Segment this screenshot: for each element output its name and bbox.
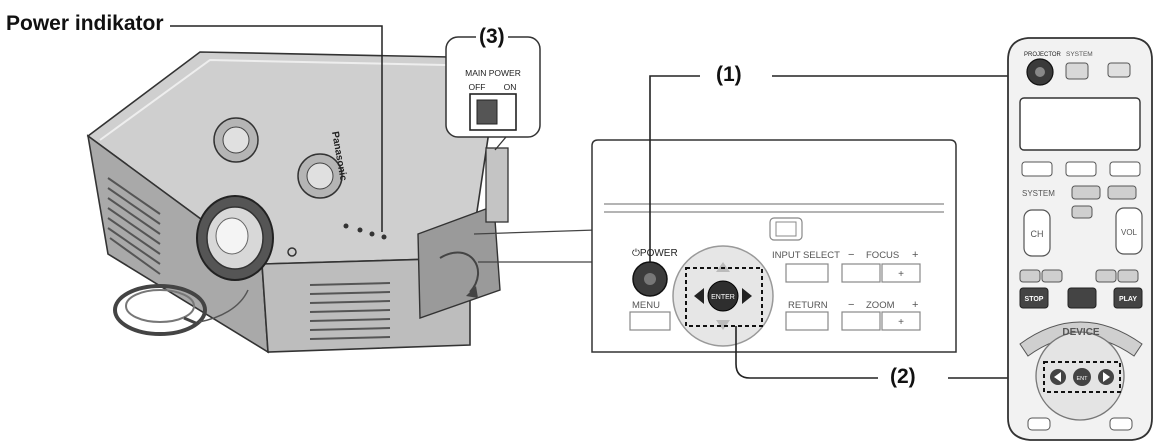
panel-right-arrow[interactable] [742, 288, 752, 304]
main-power-switch-lever [476, 99, 498, 125]
remote-enter-label: ENT [1077, 376, 1089, 382]
remote-vol-rocker[interactable] [1115, 207, 1143, 255]
remote-skip-key-1[interactable] [1019, 269, 1041, 283]
power-indicator-label: Power indikator [6, 12, 164, 35]
remote-stop-label: STOP [1025, 296, 1044, 303]
zoom-minus-button[interactable] [841, 311, 881, 331]
zoom-plus-key-label: + [898, 317, 904, 328]
step2-leader [735, 326, 878, 379]
remote-system-key-2[interactable] [1107, 185, 1137, 200]
zoom-plus-label: + [912, 299, 918, 311]
remote-soft-key-2[interactable] [1065, 161, 1097, 177]
remote-system-power-button[interactable] [1065, 62, 1089, 80]
main-power-label: MAIN POWER [465, 68, 521, 78]
focus-plus-key-label: + [898, 269, 904, 280]
power-indicator-leader [170, 25, 383, 232]
remote-system-key-3[interactable] [1071, 205, 1093, 219]
remote-system-key-1[interactable] [1071, 185, 1101, 200]
return-button[interactable] [785, 311, 829, 331]
zoom-label: ZOOM [866, 300, 895, 311]
focus-minus-button[interactable] [841, 263, 881, 283]
remote-light-button[interactable] [1107, 62, 1131, 78]
menu-button[interactable] [629, 311, 671, 331]
remote-soft-key-3[interactable] [1109, 161, 1141, 177]
input-select-button[interactable] [785, 263, 829, 283]
remote-projector-label: PROJECTOR [1024, 52, 1062, 58]
remote-control [1007, 37, 1153, 441]
remote-enter-button[interactable] [1073, 368, 1091, 386]
remote-stop-button[interactable] [1019, 287, 1049, 309]
panel-down-arrow[interactable] [716, 320, 730, 330]
remote-soft-key-1[interactable] [1021, 161, 1053, 177]
remote-system-row-label: SYSTEM [1022, 189, 1055, 198]
input-select-label: INPUT SELECT [772, 250, 840, 261]
remote-bottom-right-button[interactable] [1109, 417, 1133, 431]
remote-system-label: SYSTEM [1066, 51, 1093, 58]
remote-play-label: PLAY [1119, 296, 1137, 303]
remote-pause-button[interactable] [1067, 287, 1097, 309]
focus-plus-button[interactable] [881, 263, 921, 283]
panel-power-label: ⏻POWER [632, 248, 678, 259]
remote-bottom-left-button[interactable] [1027, 417, 1051, 431]
remote-lcd-display [1019, 97, 1141, 151]
step1-leader-left [649, 75, 700, 262]
zoom-plus-button[interactable] [881, 311, 921, 331]
panel-left-arrow[interactable] [694, 288, 704, 304]
return-label: RETURN [788, 300, 828, 311]
panel-enter-label: ENTER [711, 294, 735, 301]
panel-enter-button[interactable] [707, 280, 739, 312]
remote-skip-key-4[interactable] [1117, 269, 1139, 283]
remote-ch-rocker[interactable] [1023, 209, 1051, 257]
remote-vol-label: VOL [1121, 228, 1138, 237]
remote-device-label: DEVICE [1062, 327, 1100, 338]
main-power-off-label: OFF [469, 82, 486, 92]
remote-skip-key-2[interactable] [1041, 269, 1063, 283]
step1-label: (1) [716, 63, 742, 86]
remote-skip-key-3[interactable] [1095, 269, 1117, 283]
open-panel-arrow [439, 251, 480, 293]
remote-ch-label: CH [1031, 229, 1044, 239]
main-power-on-label: ON [504, 82, 517, 92]
zoom-line-top [473, 229, 597, 235]
focus-label: FOCUS [866, 250, 899, 261]
zoom-minus-label: − [848, 299, 854, 311]
projector-illustration [86, 51, 509, 354]
menu-label: MENU [632, 300, 660, 311]
remote-play-button[interactable] [1113, 287, 1143, 309]
step3-label: (3) [476, 25, 508, 49]
focus-plus-label: + [912, 249, 918, 261]
step2-label: (2) [890, 365, 916, 388]
control-panel-inset [591, 139, 957, 353]
focus-minus-label: − [848, 249, 854, 261]
